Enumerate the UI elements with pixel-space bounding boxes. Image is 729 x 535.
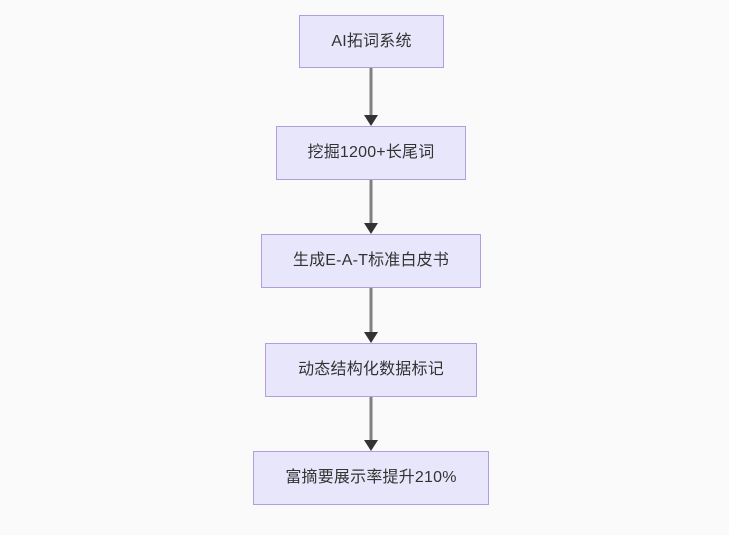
- flow-node-rich-snippet-rate-increase[interactable]: 富摘要展示率提升210%: [253, 451, 489, 505]
- flow-node-label: 挖掘1200+长尾词: [307, 144, 435, 162]
- flow-node-dynamic-structured-data-markup[interactable]: 动态结构化数据标记: [265, 343, 477, 397]
- arrowhead-node2-node3: [364, 223, 378, 234]
- flow-node-label: 生成E-A-T标准白皮书: [292, 252, 450, 270]
- arrowhead-node1-node2: [364, 115, 378, 126]
- flow-node-label: 富摘要展示率提升210%: [285, 469, 457, 487]
- flow-node-ai-keyword-system[interactable]: AI拓词系统: [299, 15, 444, 68]
- connector-node1-node2: [369, 68, 373, 115]
- connector-node3-node4: [369, 288, 373, 332]
- arrowhead-node3-node4: [364, 332, 378, 343]
- connector-node4-node5: [369, 397, 373, 440]
- flow-node-label: AI拓词系统: [331, 32, 412, 50]
- flow-node-generate-eat-whitepaper[interactable]: 生成E-A-T标准白皮书: [261, 234, 481, 288]
- flow-node-mine-longtail-keywords[interactable]: 挖掘1200+长尾词: [276, 126, 466, 180]
- arrowhead-node4-node5: [364, 440, 378, 451]
- connector-node2-node3: [369, 180, 373, 223]
- flow-node-label: 动态结构化数据标记: [298, 361, 444, 379]
